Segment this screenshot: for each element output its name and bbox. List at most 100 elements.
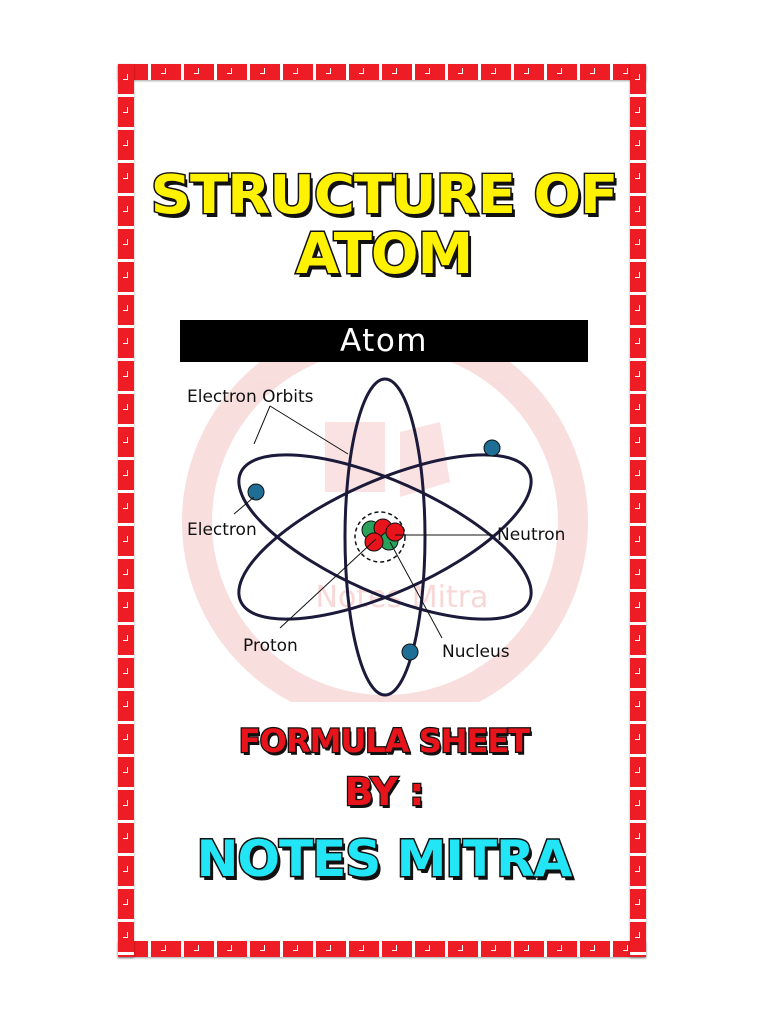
border-tick [123, 668, 128, 674]
border-tick [557, 68, 562, 74]
leader-orbits-b [269, 405, 349, 455]
border-tick [590, 68, 595, 74]
border-tick [123, 173, 128, 179]
border-tick [491, 68, 496, 74]
border-tick [123, 866, 128, 872]
border-tick [123, 74, 128, 80]
atom-diagram: Notes Mitra Electron Orbits Electron Neu… [182, 362, 588, 702]
label-proton: Proton [243, 636, 298, 656]
border-tick [123, 536, 128, 542]
border-tick [123, 734, 128, 740]
border-tick [524, 945, 529, 951]
border-tick [635, 569, 640, 575]
border-tick [635, 767, 640, 773]
label-electron: Electron [187, 520, 257, 540]
border-tick [194, 945, 199, 951]
border-tick [635, 536, 640, 542]
leader-proton [279, 538, 377, 629]
border-tick [635, 701, 640, 707]
border-tick [392, 68, 397, 74]
border-tick [123, 470, 128, 476]
border-tick [623, 68, 628, 74]
border-tick [123, 437, 128, 443]
border-tick [635, 800, 640, 806]
border-tick [194, 68, 199, 74]
border-tick [590, 945, 595, 951]
border-tick [635, 635, 640, 641]
electron-particle [247, 483, 265, 501]
border-tick [635, 503, 640, 509]
border-tick [635, 305, 640, 311]
nucleus-boundary [354, 511, 406, 563]
border-tick [260, 68, 265, 74]
border-tick [227, 945, 232, 951]
border-tick [635, 602, 640, 608]
watermark: Notes Mitra [182, 362, 588, 702]
leader-orbits-a [253, 405, 271, 445]
border-tick [123, 635, 128, 641]
border-tick [123, 701, 128, 707]
border-tick [635, 437, 640, 443]
border-tick [425, 945, 430, 951]
border-tick [123, 107, 128, 113]
border-bottom [118, 941, 646, 957]
formula-sheet-title: FORMULA SHEET [238, 721, 532, 762]
border-tick [635, 404, 640, 410]
border-tick [123, 371, 128, 377]
border-tick [635, 833, 640, 839]
border-tick [293, 68, 298, 74]
border-tick [623, 945, 628, 951]
electron-particle [483, 439, 501, 457]
border-tick [123, 206, 128, 212]
border-tick [635, 932, 640, 938]
border-tick [635, 140, 640, 146]
border-tick [123, 602, 128, 608]
border-tick [123, 305, 128, 311]
border-tick [635, 866, 640, 872]
border-tick [326, 68, 331, 74]
leader-nucleus [389, 541, 443, 639]
border-tick [123, 800, 128, 806]
border-tick [635, 470, 640, 476]
watermark-text: Notes Mitra [316, 580, 489, 615]
watermark-ring [182, 362, 588, 702]
border-left [118, 64, 134, 957]
border-tick [123, 140, 128, 146]
border-tick [635, 338, 640, 344]
border-tick [635, 206, 640, 212]
label-neutron: Neutron [497, 525, 565, 545]
diagram-header: Atom [180, 320, 588, 362]
orbit-tilted-a [237, 453, 533, 621]
proton-particle [364, 532, 384, 552]
border-tick [635, 899, 640, 905]
border-tick [635, 107, 640, 113]
label-electron-orbits: Electron Orbits [187, 387, 314, 407]
page-title-line-1: STRUCTURE OF [149, 163, 620, 228]
orbit-vertical [343, 377, 427, 697]
label-nucleus: Nucleus [442, 642, 510, 662]
border-tick [635, 734, 640, 740]
leader-lines [233, 405, 495, 639]
by-label: BY : [343, 769, 425, 816]
leader-electron [233, 496, 255, 515]
electron-particle [401, 643, 419, 661]
orbit-tilted-b [237, 453, 533, 621]
border-tick [123, 767, 128, 773]
watermark-glyph [325, 422, 450, 497]
border-right [630, 64, 646, 957]
border-tick [123, 899, 128, 905]
border-tick [635, 74, 640, 80]
border-tick [123, 272, 128, 278]
border-tick [123, 833, 128, 839]
border-tick [260, 945, 265, 951]
border-tick [359, 68, 364, 74]
border-tick [123, 338, 128, 344]
border-tick [161, 68, 166, 74]
border-tick [524, 68, 529, 74]
border-tick [557, 945, 562, 951]
border-tick [123, 569, 128, 575]
border-tick [123, 503, 128, 509]
border-tick [326, 945, 331, 951]
border-tick [293, 945, 298, 951]
border-tick [491, 945, 496, 951]
